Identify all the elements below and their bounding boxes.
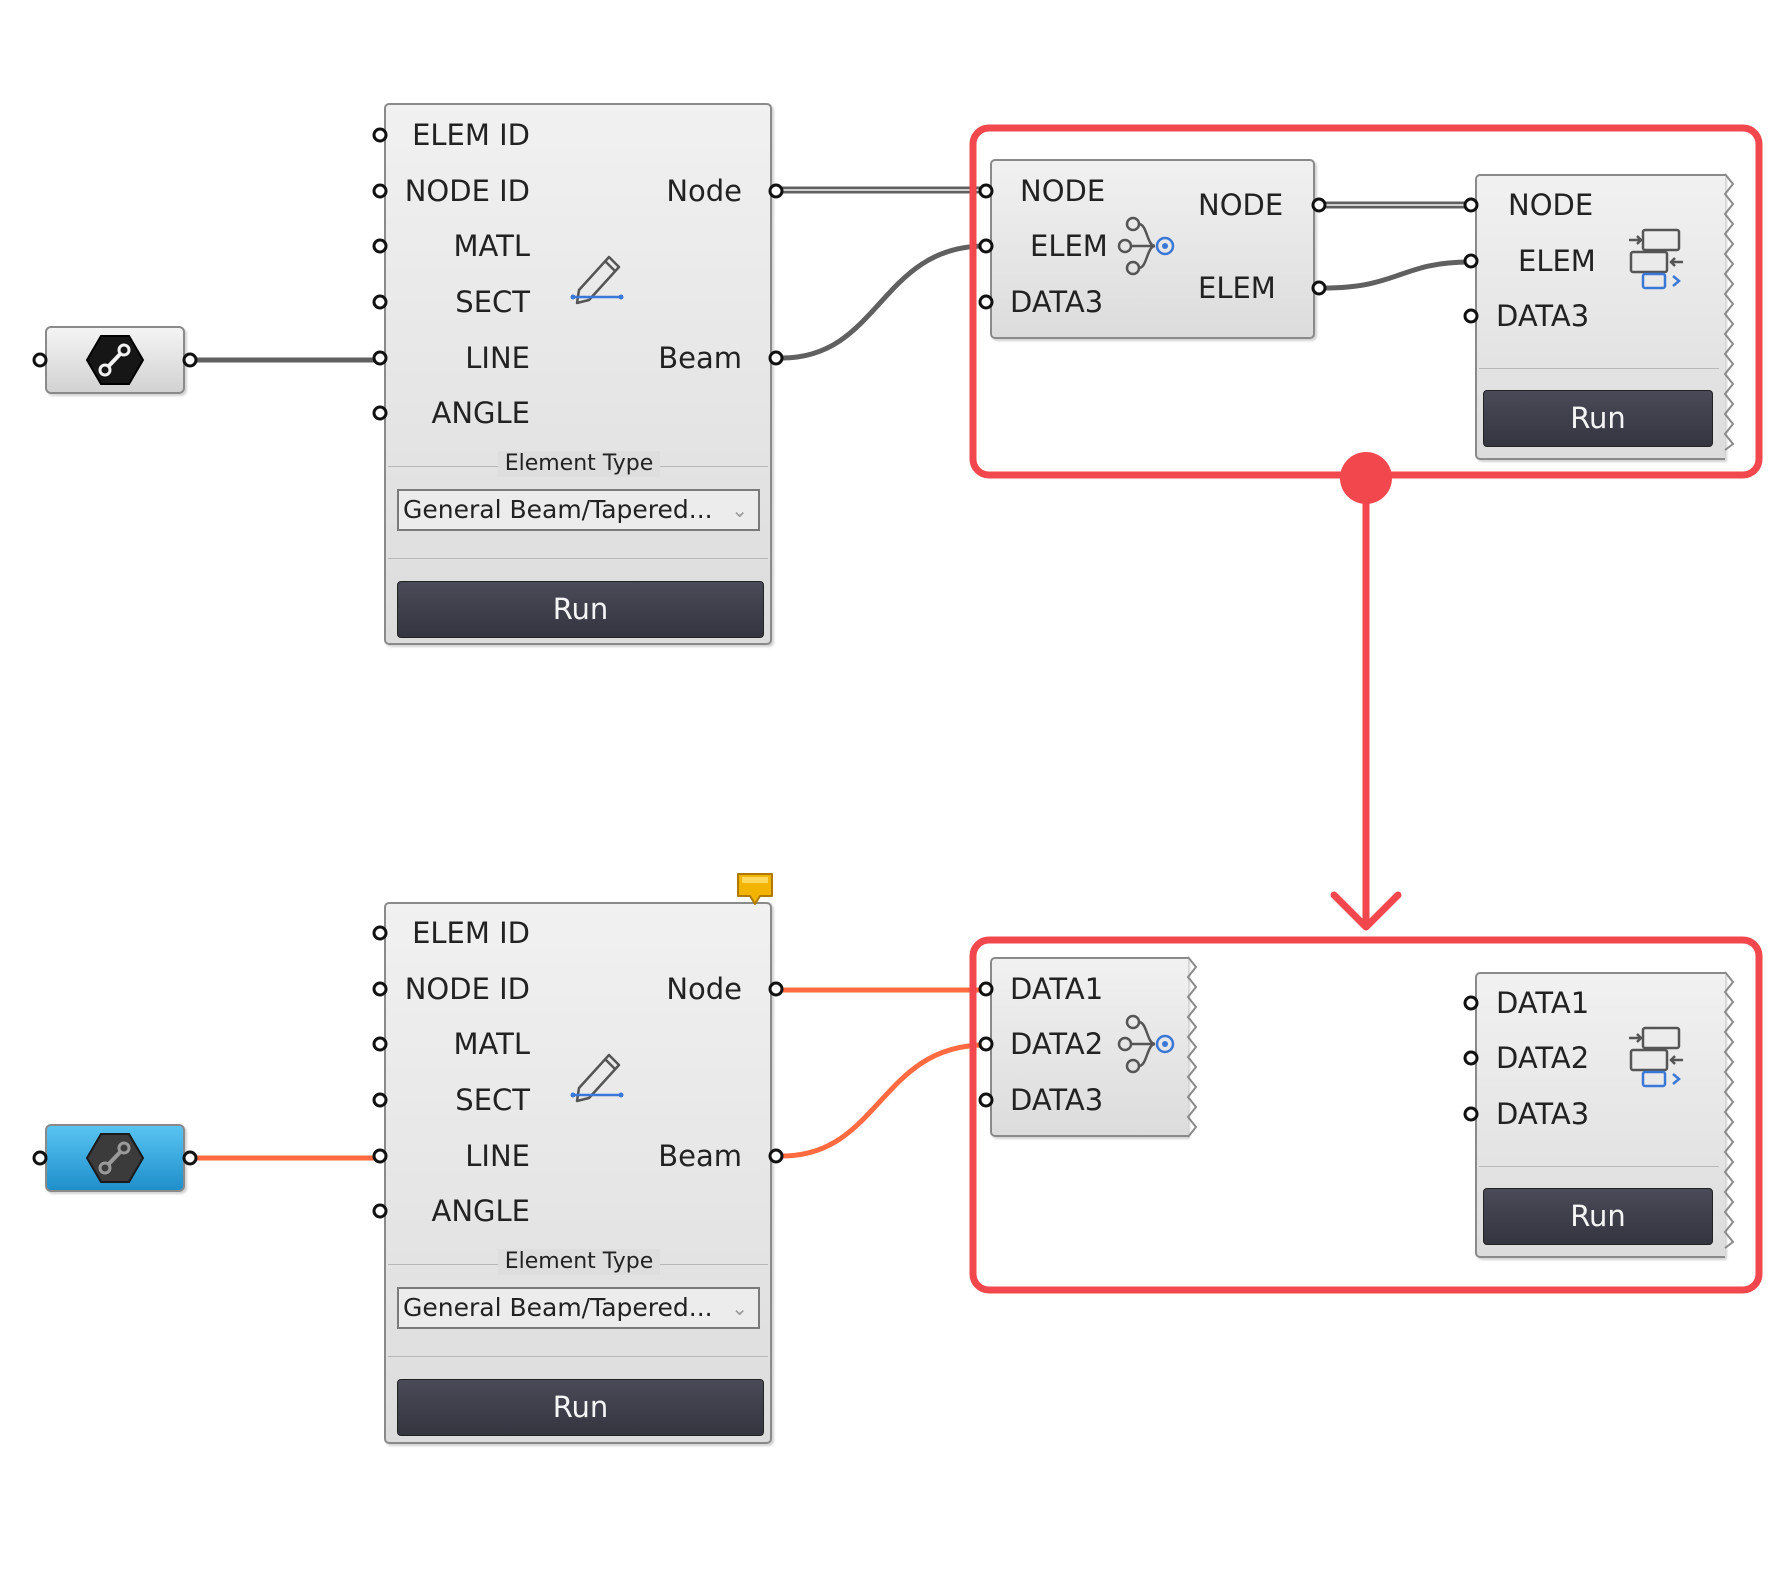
send-run-separator — [1479, 1166, 1719, 1167]
send-run-separator — [1479, 368, 1719, 369]
input-elem-id: ELEM ID — [412, 118, 530, 152]
grips — [32, 127, 1479, 1219]
input-matl: MATL — [453, 229, 530, 263]
input-angle: ANGLE — [431, 1194, 530, 1228]
send-data-icon — [1629, 1026, 1683, 1088]
element-component-bottom[interactable] — [384, 902, 772, 1444]
send-input-node: NODE — [1508, 188, 1594, 222]
grip-param-bottom-out — [182, 1150, 198, 1166]
pencil-line-icon — [570, 1053, 624, 1103]
merge-component-bottom[interactable] — [990, 957, 1188, 1137]
send-run-button[interactable]: Run — [1483, 1188, 1713, 1245]
merge-output-node: NODE — [1198, 188, 1284, 222]
bottom-wires — [187, 987, 988, 1161]
jagged-edge-send-bottom — [1723, 971, 1735, 1249]
element-type-dropdown[interactable]: General Beam/Tapered... ⌄ — [397, 1287, 760, 1329]
chevron-down-icon: ⌄ — [731, 1296, 748, 1320]
input-line: LINE — [465, 1139, 530, 1173]
merge-input-data3: DATA3 — [1010, 1083, 1104, 1117]
send-data-icon — [1629, 228, 1683, 290]
wire-beam-to-merge-elem — [779, 243, 988, 361]
merge-output-elem: ELEM — [1198, 271, 1276, 305]
input-angle: ANGLE — [431, 396, 530, 430]
send-input-elem: ELEM — [1518, 244, 1596, 278]
wire-merge-elem-to-send-elem — [1320, 259, 1473, 291]
top-wires — [187, 186, 1474, 363]
line-hex-icon — [85, 1133, 145, 1183]
merge-nodes-icon — [1117, 216, 1175, 276]
jagged-edge-merge-bottom — [1186, 956, 1198, 1138]
merge-input-data3: DATA3 — [1010, 285, 1104, 319]
send-input-data3: DATA3 — [1496, 299, 1590, 333]
jagged-edges — [1186, 173, 1735, 1249]
annotation — [969, 124, 1763, 1294]
grip-param-bottom-in — [32, 1150, 48, 1166]
merge-input-node: NODE — [1020, 174, 1106, 208]
pencil-line-icon — [570, 255, 624, 305]
element-type-dropdown[interactable]: General Beam/Tapered... ⌄ — [397, 489, 760, 531]
output-beam: Beam — [658, 341, 742, 375]
line-hex-icon — [85, 335, 145, 385]
element-component-top[interactable] — [384, 103, 772, 645]
comment-bubble-icon[interactable] — [734, 870, 778, 910]
grip-param-top-out — [182, 352, 198, 368]
element-type-caption: Element Type — [498, 1249, 660, 1275]
output-beam: Beam — [658, 1139, 742, 1173]
jagged-edge-send-top — [1723, 173, 1735, 451]
highlight-box-top — [969, 124, 1763, 479]
send-input-data2: DATA2 — [1496, 1041, 1590, 1075]
merge-nodes-icon — [1117, 1014, 1175, 1074]
input-node-id: NODE ID — [404, 972, 530, 1006]
input-node-id: NODE ID — [404, 174, 530, 208]
run-button[interactable]: Run — [397, 581, 764, 638]
input-line: LINE — [465, 341, 530, 375]
output-node: Node — [666, 174, 742, 208]
chevron-down-icon: ⌄ — [731, 498, 748, 522]
send-run-button[interactable]: Run — [1483, 390, 1713, 447]
send-input-data3: DATA3 — [1496, 1097, 1590, 1131]
output-node: Node — [666, 972, 742, 1006]
merge-input-elem: ELEM — [1030, 229, 1108, 263]
input-elem-id: ELEM ID — [412, 916, 530, 950]
down-arrow-icon — [1330, 891, 1402, 931]
element-type-value: General Beam/Tapered... — [403, 1293, 713, 1322]
send-input-data1: DATA1 — [1496, 986, 1590, 1020]
input-sect: SECT — [455, 1083, 530, 1117]
merge-input-data2: DATA2 — [1010, 1027, 1104, 1061]
wire-beam-to-data2-orange — [779, 1042, 988, 1159]
grip-param-top-in — [32, 352, 48, 368]
merge-component-top[interactable] — [990, 159, 1315, 339]
merge-input-data1: DATA1 — [1010, 972, 1104, 1006]
highlight-box-bottom — [969, 936, 1763, 1294]
run-separator — [388, 558, 768, 559]
run-button[interactable]: Run — [397, 1379, 764, 1436]
input-matl: MATL — [453, 1027, 530, 1061]
element-type-value: General Beam/Tapered... — [403, 495, 713, 524]
element-type-caption: Element Type — [498, 451, 660, 477]
input-sect: SECT — [455, 285, 530, 319]
run-separator — [388, 1356, 768, 1357]
